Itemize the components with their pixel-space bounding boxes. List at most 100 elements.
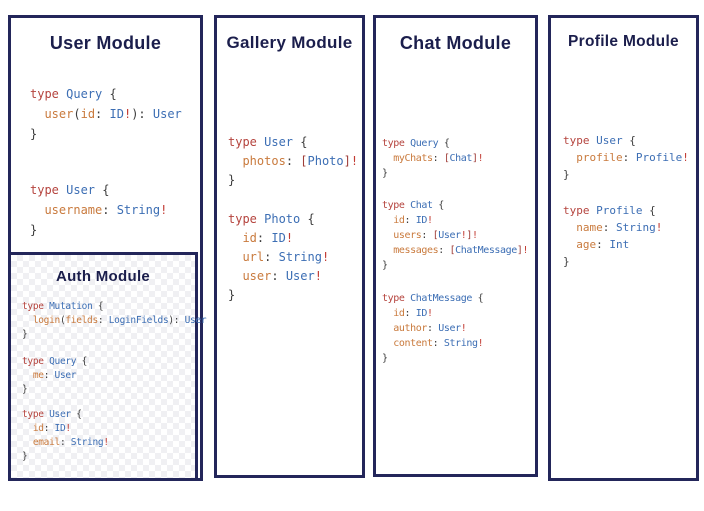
code-block: type Query { user(id: ID!): User} xyxy=(30,84,182,144)
code-token: : xyxy=(426,323,439,334)
code-token xyxy=(30,203,44,217)
code-token: ): xyxy=(131,107,153,121)
code-token: type xyxy=(382,293,411,304)
code-token: Query xyxy=(49,356,82,367)
code-token: ! xyxy=(123,107,132,121)
code-token: users xyxy=(393,230,422,241)
code-token: ! xyxy=(460,323,467,334)
code-token: type xyxy=(382,138,411,149)
code-token: type xyxy=(563,134,597,147)
code-token: String xyxy=(278,250,322,264)
code-line: type Mutation { xyxy=(22,300,206,314)
code-token: ] xyxy=(471,153,478,164)
code-block: type User { id: ID! email: String!} xyxy=(22,408,109,464)
code-token: Query xyxy=(66,87,110,101)
code-token: : xyxy=(285,154,301,168)
module-title-user: User Module xyxy=(49,33,162,53)
code-token: id xyxy=(393,215,405,226)
code-token: } xyxy=(22,451,28,462)
code-token: email xyxy=(32,437,60,448)
code-token: User xyxy=(66,183,103,197)
code-token: ChatMessage xyxy=(410,293,478,304)
code-token: ! xyxy=(427,215,433,226)
code-block: type User { username: String!} xyxy=(30,180,167,240)
code-token: ! xyxy=(314,269,322,283)
code-token: : xyxy=(421,230,433,241)
code-token: { xyxy=(102,183,110,197)
code-token: } xyxy=(22,384,28,395)
code-line: id: ID! xyxy=(382,213,528,228)
code-token: { xyxy=(649,204,656,217)
code-line: user(id: ID!): User xyxy=(30,104,181,124)
code-token: User xyxy=(54,370,77,381)
code-token: } xyxy=(382,260,388,271)
code-token: User xyxy=(184,315,207,326)
code-token: ! xyxy=(321,250,330,264)
code-token: type xyxy=(228,212,265,226)
code-token: String xyxy=(116,203,161,217)
code-token: type xyxy=(228,135,265,149)
code-token xyxy=(382,308,393,319)
code-token: : xyxy=(256,231,272,245)
code-token: type xyxy=(563,204,597,217)
code-token: username xyxy=(44,203,103,217)
code-line: type Query { xyxy=(22,355,87,369)
code-line: email: String! xyxy=(22,436,109,450)
code-line: type User { xyxy=(563,132,689,149)
code-token: : xyxy=(264,250,279,264)
code-line: type User { xyxy=(22,408,109,422)
code-token: Profile xyxy=(596,204,650,217)
module-card-user: User Module type Query { user(id: ID!): … xyxy=(8,15,207,481)
code-token: LoginFields xyxy=(108,315,169,326)
code-token: Photo xyxy=(307,154,344,168)
module-title-gallery: Gallery Module xyxy=(226,33,353,52)
code-token: ! xyxy=(477,153,484,164)
code-line: type Chat { xyxy=(382,198,528,213)
code-token: ! xyxy=(477,338,484,349)
code-token: type xyxy=(382,200,411,211)
code-token: } xyxy=(382,353,388,364)
code-token: type xyxy=(30,87,67,101)
code-token: : xyxy=(404,308,416,319)
code-block: type Photo { id: ID! url: String! user: … xyxy=(228,210,329,305)
code-token: } xyxy=(30,223,38,237)
module-card-auth: Auth Module type Mutation { login(fields… xyxy=(8,252,207,481)
code-token: ! xyxy=(655,221,663,234)
code-token: ID xyxy=(271,231,286,245)
code-line: messages: [ChatMessage]! xyxy=(382,243,528,258)
code-token: type xyxy=(22,409,50,420)
code-token: ] xyxy=(516,245,523,256)
code-token: : xyxy=(43,370,55,381)
code-line: type Photo { xyxy=(228,210,329,229)
code-token xyxy=(382,153,393,164)
code-token: id xyxy=(32,423,44,434)
code-token: ! xyxy=(103,437,109,448)
code-line: type Profile { xyxy=(563,202,662,219)
code-token: ] xyxy=(343,154,351,168)
code-token: type xyxy=(22,356,50,367)
code-token xyxy=(228,250,242,264)
code-token: { xyxy=(97,301,104,312)
code-token: User xyxy=(438,230,461,241)
code-line: } xyxy=(563,253,662,270)
code-token: { xyxy=(443,138,450,149)
code-token: ! xyxy=(427,308,433,319)
code-token xyxy=(382,323,393,334)
code-token: } xyxy=(563,168,570,181)
code-token: : xyxy=(596,238,610,251)
code-token: age xyxy=(576,238,597,251)
code-line: } xyxy=(30,220,167,240)
module-card-chat: Chat Module type Query { myChats: [Chat]… xyxy=(373,15,538,477)
code-token: { xyxy=(81,356,88,367)
code-token: name xyxy=(576,221,603,234)
code-token: { xyxy=(300,135,308,149)
code-line: } xyxy=(382,351,483,366)
code-line: type ChatMessage { xyxy=(382,291,484,306)
code-token xyxy=(22,423,33,434)
code-token: : xyxy=(438,245,450,256)
code-token: user xyxy=(44,107,74,121)
code-token: ( xyxy=(59,315,66,326)
code-line: url: String! xyxy=(228,248,329,267)
code-line: photos: [Photo]! xyxy=(228,152,358,171)
